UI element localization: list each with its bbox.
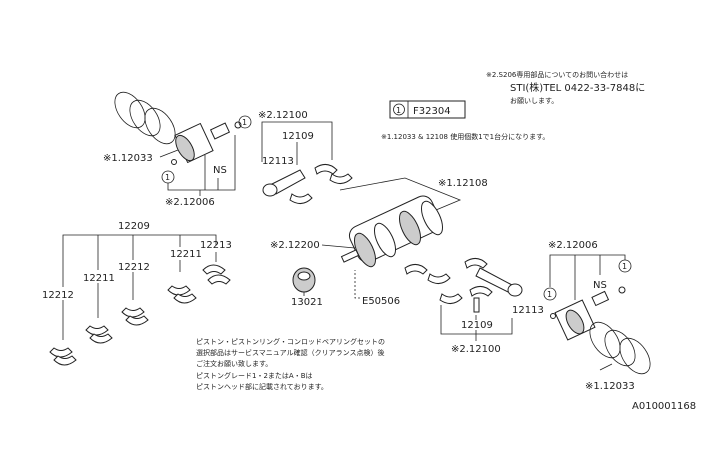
- svg-text:ピストン・ピストンリング・コンロッドベアリングセットの: ピストン・ピストンリング・コンロッドベアリングセットの: [196, 337, 385, 346]
- bearing-shells: [49, 252, 231, 366]
- label-pin-right: ※2.12006: [548, 240, 598, 251]
- piston-rings-left: [114, 91, 242, 165]
- label-12211-b: 12211: [83, 273, 115, 284]
- sti-note-line3: お願いします。: [510, 97, 558, 105]
- circle-marker: 1: [547, 290, 552, 299]
- label-bolt-bottom: 12109: [461, 320, 493, 331]
- conrod-bottom: [439, 267, 523, 313]
- svg-text:ご注文お願い致します。: ご注文お願い致します。: [196, 359, 272, 368]
- crank-pulley: [292, 267, 316, 293]
- circle-marker: 1: [165, 173, 170, 182]
- sti-note-line2: STI(株)TEL 0422-33-7848に: [510, 81, 645, 94]
- label-12213: 12213: [200, 240, 232, 251]
- label-12211-a: 12211: [170, 249, 202, 260]
- label-key: E50506: [362, 296, 400, 307]
- label-pulley: 13021: [291, 297, 323, 308]
- main-bearings: [404, 258, 488, 284]
- label-piston-right: ※1.12033: [585, 381, 635, 392]
- circle-marker: 1: [622, 262, 627, 271]
- label-pin-left: ※2.12006: [165, 197, 215, 208]
- legend-box: 1 F32304: [389, 100, 466, 119]
- selection-note: ピストン・ピストンリング・コンロッドベアリングセットの 選択部品はサービスマニュ…: [196, 337, 385, 391]
- sti-note-line1: ※2.S206専用部品についてのお問い合わせは: [486, 70, 628, 79]
- label-crankshaft: ※2.12200: [270, 240, 320, 251]
- circle-marker: 1: [242, 118, 247, 127]
- label-piston-left: ※1.12033: [103, 153, 153, 164]
- label-bolt-top: 12109: [282, 131, 314, 142]
- label-nut-bottom: 12113: [512, 305, 544, 316]
- label-conrod-top: ※2.12100: [258, 110, 308, 121]
- label-nut-top: 12113: [262, 156, 294, 167]
- crankshaft: [340, 195, 444, 268]
- label-ns-right: NS: [593, 280, 607, 291]
- diagram-id: A010001168: [632, 401, 696, 412]
- label-12212-b: 12212: [42, 290, 74, 301]
- label-conrod-bottom: ※2.12100: [451, 344, 501, 355]
- svg-text:ピストンヘッド部に記載されております。: ピストンヘッド部に記載されております。: [196, 382, 328, 391]
- label-bearing-set: 12209: [118, 221, 150, 232]
- legend-code: F32304: [413, 106, 451, 117]
- svg-text:ピストングレード1・2またはA・Bは: ピストングレード1・2またはA・Bは: [196, 371, 313, 380]
- svg-text:選択部品はサービスマニュアル確認（クリアランス点検）後: 選択部品はサービスマニュアル確認（クリアランス点検）後: [196, 348, 384, 357]
- label-main-bearing: ※1.12108: [438, 178, 488, 189]
- label-12212-a: 12212: [118, 262, 150, 273]
- label-ns-left: NS: [213, 165, 227, 176]
- usage-note: ※1.12033 & 12108 使用個数1で1台分になります。: [381, 132, 549, 141]
- svg-text:1: 1: [396, 106, 401, 115]
- conrod-top: [262, 164, 353, 204]
- piston-rings-right: [550, 286, 651, 375]
